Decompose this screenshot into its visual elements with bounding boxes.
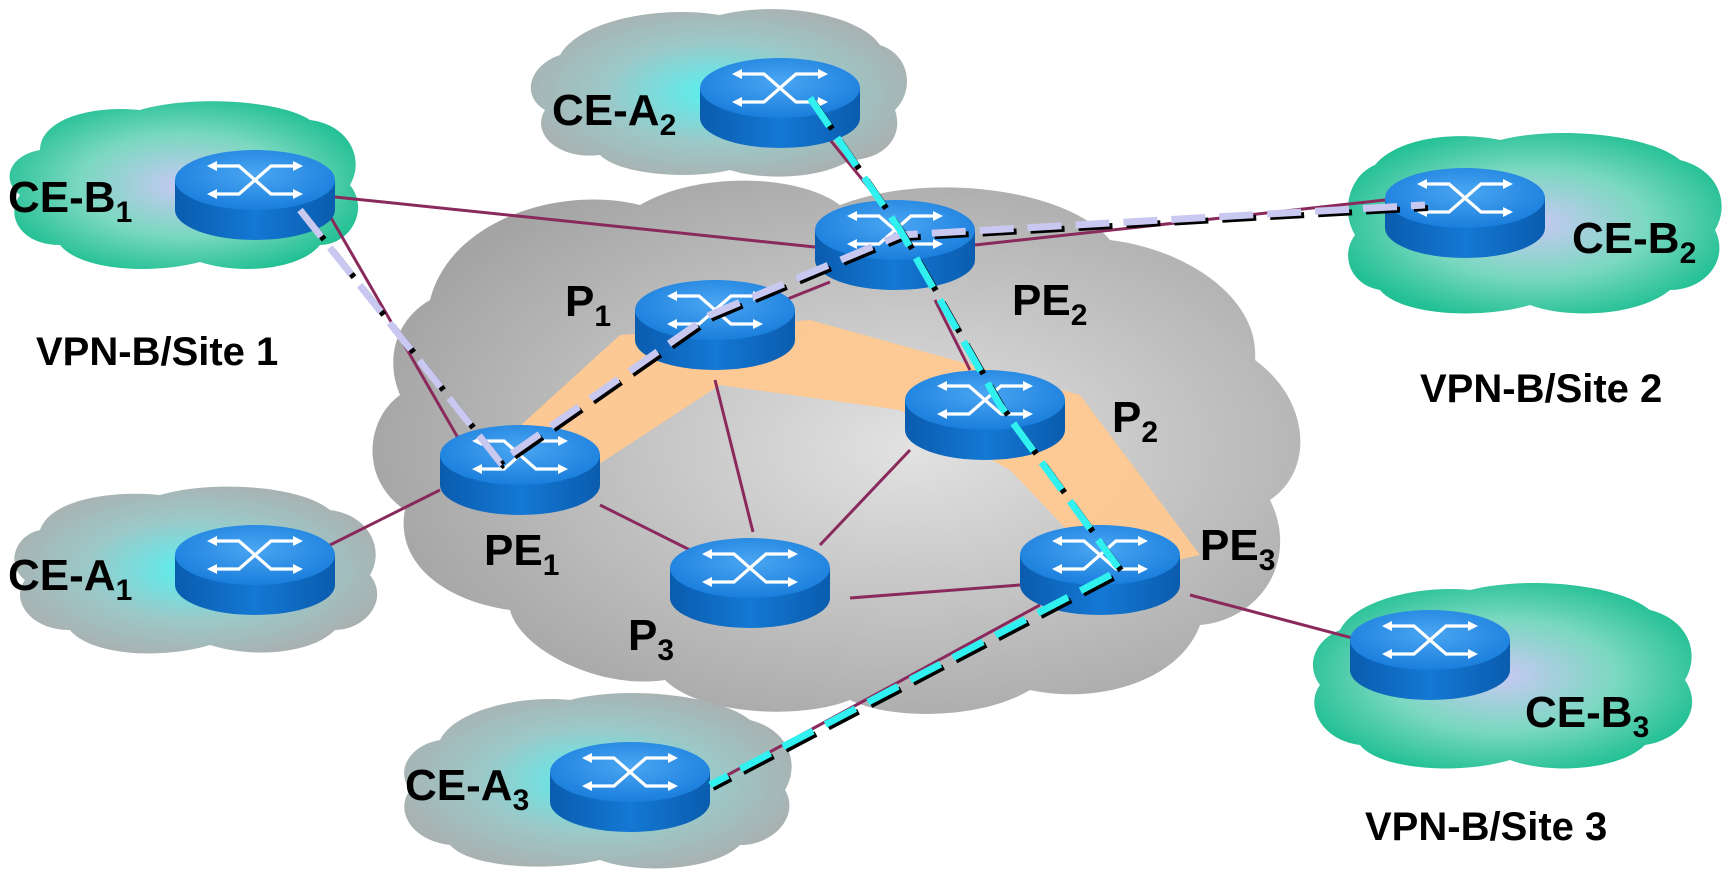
vpn-b-path <box>297 201 1429 470</box>
link-pe1-p3 <box>599 503 691 552</box>
link-pe2-p2 <box>933 299 972 371</box>
label-ce-b1: CE-B1 <box>8 173 132 229</box>
router-pe2 <box>815 200 975 290</box>
label-pe2: PE2 <box>1012 276 1087 332</box>
link-p1-pe2 <box>784 280 831 302</box>
site-label-1: VPN-B/Site 1 <box>36 330 278 374</box>
label-ce-a3: CE-A3 <box>405 761 529 817</box>
label-p2: P2 <box>1112 393 1158 449</box>
label-pe1: PE1 <box>484 526 559 582</box>
router-ce-a3 <box>550 742 710 832</box>
site-label-3: VPN-B/Site 3 <box>1365 805 1607 849</box>
label-p3: P3 <box>628 611 674 667</box>
link-ceb1-pe2 <box>334 195 816 249</box>
router-ce-b2 <box>1385 168 1545 258</box>
label-ce-a1: CE-A1 <box>8 551 132 607</box>
link-p3-pe3 <box>849 583 1021 600</box>
label-pe3: PE3 <box>1200 521 1275 577</box>
label-ce-b2: CE-B2 <box>1572 214 1696 270</box>
label-ce-a2: CE-A2 <box>552 86 676 142</box>
link-p1-p3 <box>713 379 755 533</box>
router-p2 <box>905 370 1065 460</box>
link-pe1-cea1 <box>329 488 441 547</box>
router-ce-a2 <box>700 58 860 148</box>
label-p1: P1 <box>565 277 611 333</box>
vpn-a-path <box>708 96 1128 791</box>
link-p3-p2 <box>818 448 912 547</box>
router-ce-a1 <box>175 525 335 615</box>
site-label-2: VPN-B/Site 2 <box>1420 367 1662 411</box>
label-ce-b3: CE-B3 <box>1525 688 1649 744</box>
router-p3 <box>670 538 830 628</box>
router-ce-b3 <box>1350 610 1510 700</box>
router-pe1 <box>440 425 600 515</box>
link-pe3-ceb3 <box>1189 593 1361 642</box>
link-ceb1-pe1 <box>313 189 467 451</box>
